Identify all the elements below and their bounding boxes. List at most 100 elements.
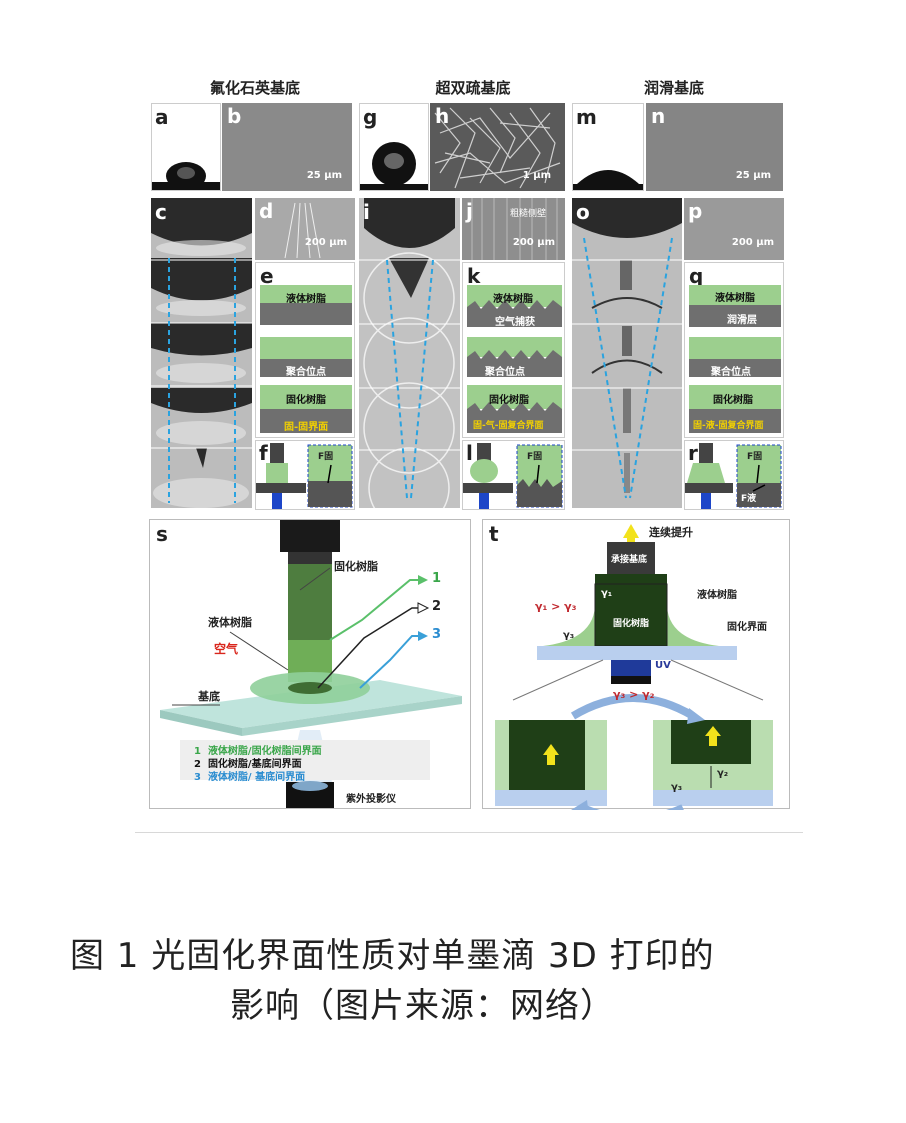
label-substrate-s: 基底 (198, 690, 220, 703)
panel-h-sem: h 1 μm (430, 103, 565, 191)
force-label-l: F固 (527, 452, 543, 462)
label-cured-resin-q: 固化树脂 (713, 395, 753, 406)
micrograph-d (284, 202, 321, 259)
force-label-r-solid: F固 (747, 452, 763, 462)
droplet-image-m (573, 170, 643, 190)
schematic-r (685, 443, 782, 509)
label-inequality-2-t: γ₃ > γ₂ (613, 688, 655, 701)
scale-bar-b: 25 μm (306, 170, 342, 181)
label-inequality-1-t: γ₁ > γ₃ (535, 600, 577, 613)
panel-label-r: r (688, 441, 698, 465)
schematic-s (160, 520, 462, 808)
legend-row-2: 2 固化树脂/基底间界面 (194, 755, 302, 770)
droplet-image-g (360, 142, 428, 190)
scale-bar-d: 200 μm (304, 237, 347, 248)
panel-q-schematic: q 液体树脂 润滑层 聚合位点 固化树脂 固-液-固复合界面 (684, 262, 784, 438)
label-liquid-resin-t: 液体树脂 (697, 590, 737, 601)
marker-3-s: 3 (432, 627, 442, 642)
label-gamma-3-t: γ₃ (563, 630, 575, 641)
panel-label-k: k (467, 264, 481, 288)
legend-num-1: 1 (194, 746, 201, 757)
schematic-f (256, 443, 353, 509)
label-cured-resin-s: 固化树脂 (334, 560, 378, 573)
legend-text-1: 液体树脂/固化树脂间界面 (207, 746, 322, 757)
legend-text-3: 液体树脂/ 基底间界面 (207, 772, 306, 783)
panel-label-j: j (466, 199, 473, 223)
figure-caption-line-2: 影响（图片来源：网络） (230, 986, 615, 1026)
panel-o-sequence: o (572, 198, 682, 508)
label-air-trap-k: 空气捕获 (495, 317, 535, 328)
marker-1-s: 1 (432, 571, 442, 586)
panel-label-s: s (156, 522, 168, 546)
force-label-f: F固 (318, 452, 334, 462)
panel-label-q: q (689, 264, 704, 288)
panel-d-micrograph: d 200 μm (255, 198, 355, 260)
label-gamma-3-detail-t: γ₃ (671, 782, 683, 793)
panel-p-micrograph: p 200 μm (684, 198, 784, 260)
micrograph-j (471, 198, 558, 260)
image-sequence-o (572, 198, 682, 499)
panel-label-n: n (651, 104, 666, 128)
panel-b-sem: b 25 μm (222, 103, 352, 191)
scale-bar-j: 200 μm (512, 237, 555, 248)
panel-g-droplet: g (359, 103, 429, 191)
label-cured-resin-e: 固化树脂 (286, 395, 326, 406)
scale-bar-p: 200 μm (731, 237, 774, 248)
legend-row-1: 1 液体树脂/固化树脂间界面 (194, 742, 322, 757)
legend-num-3: 3 (194, 772, 201, 783)
panel-label-g: g (363, 105, 378, 129)
panel-label-m: m (576, 105, 597, 129)
label-curing-interface-t: 固化界面 (727, 622, 767, 633)
label-uv-t: UV (655, 660, 671, 671)
panel-k-schematic: k 液体树脂 空气捕获 聚合位点 固化树脂 固-气-固复合界面 (462, 262, 565, 438)
panel-label-h: h (435, 104, 450, 128)
panel-label-e: e (260, 264, 274, 288)
figure-caption-line-1: 图 1 光固化界面性质对单墨滴 3D 打印的 (70, 936, 715, 976)
column-title-lubricated: 润滑基底 (643, 79, 704, 97)
schematic-t (495, 524, 773, 810)
label-cured-resin-k: 固化树脂 (489, 395, 529, 406)
label-liquid-resin-q: 液体树脂 (715, 293, 755, 304)
panel-t-schematic: t 连续提升 承接基底 γ₁ > γ₃ γ₁ γ₃ 液体树脂 固化树脂 固化界面… (482, 519, 790, 810)
label-interface-e: 固-固界面 (284, 422, 329, 433)
panel-label-f: f (259, 441, 268, 465)
panel-n-sem: n 25 μm (646, 103, 783, 191)
figure-divider (135, 832, 803, 833)
scale-bar-n: 25 μm (735, 170, 771, 181)
panel-label-a: a (155, 105, 169, 129)
force-label-r-liquid: F液 (741, 494, 757, 504)
legend-num-2: 2 (194, 759, 201, 770)
panel-f-schematic: f F固 (255, 440, 355, 510)
label-holder-t: 承接基底 (611, 555, 648, 565)
label-polymerization-site-q: 聚合位点 (711, 367, 751, 378)
column-title-superamphiphobic: 超双疏基底 (435, 79, 511, 97)
label-gamma-1-t: γ₁ (601, 588, 613, 599)
panel-label-i: i (363, 200, 370, 224)
label-gamma-2-detail-t: γ₂ (717, 768, 729, 779)
label-liquid-resin-k: 液体树脂 (493, 294, 533, 305)
panel-a-droplet: a (151, 103, 221, 191)
panel-l-schematic: l F固 (462, 440, 565, 510)
panel-label-t: t (489, 522, 499, 546)
rough-sidewall-label: 粗糙侧壁 (510, 209, 547, 219)
panel-e-schematic: e 液体树脂 聚合位点 固化树脂 固-固界面 (255, 262, 355, 438)
schematic-k (467, 285, 562, 433)
label-air-s: 空气 (214, 642, 239, 656)
panel-label-d: d (259, 199, 274, 223)
label-liquid-resin-e: 液体树脂 (286, 294, 326, 305)
droplet-image-a (152, 162, 220, 190)
sem-texture-h (434, 107, 561, 189)
legend-row-3: 3 液体树脂/ 基底间界面 (194, 768, 305, 783)
panel-label-p: p (688, 199, 703, 223)
label-cured-resin-t: 固化树脂 (613, 619, 650, 629)
label-uv-projector-s: 紫外投影仪 (346, 794, 396, 805)
column-title-fluorinated-quartz: 氟化石英基底 (209, 79, 300, 97)
panel-c-sequence: c (151, 198, 252, 508)
label-continuous-lift-t: 连续提升 (649, 526, 693, 539)
label-interface-k: 固-气-固复合界面 (473, 421, 544, 431)
schematic-l (463, 443, 563, 509)
panel-label-b: b (227, 104, 242, 128)
panel-label-o: o (576, 200, 590, 224)
panel-label-c: c (155, 200, 167, 224)
scale-bar-h: 1 μm (522, 170, 551, 181)
